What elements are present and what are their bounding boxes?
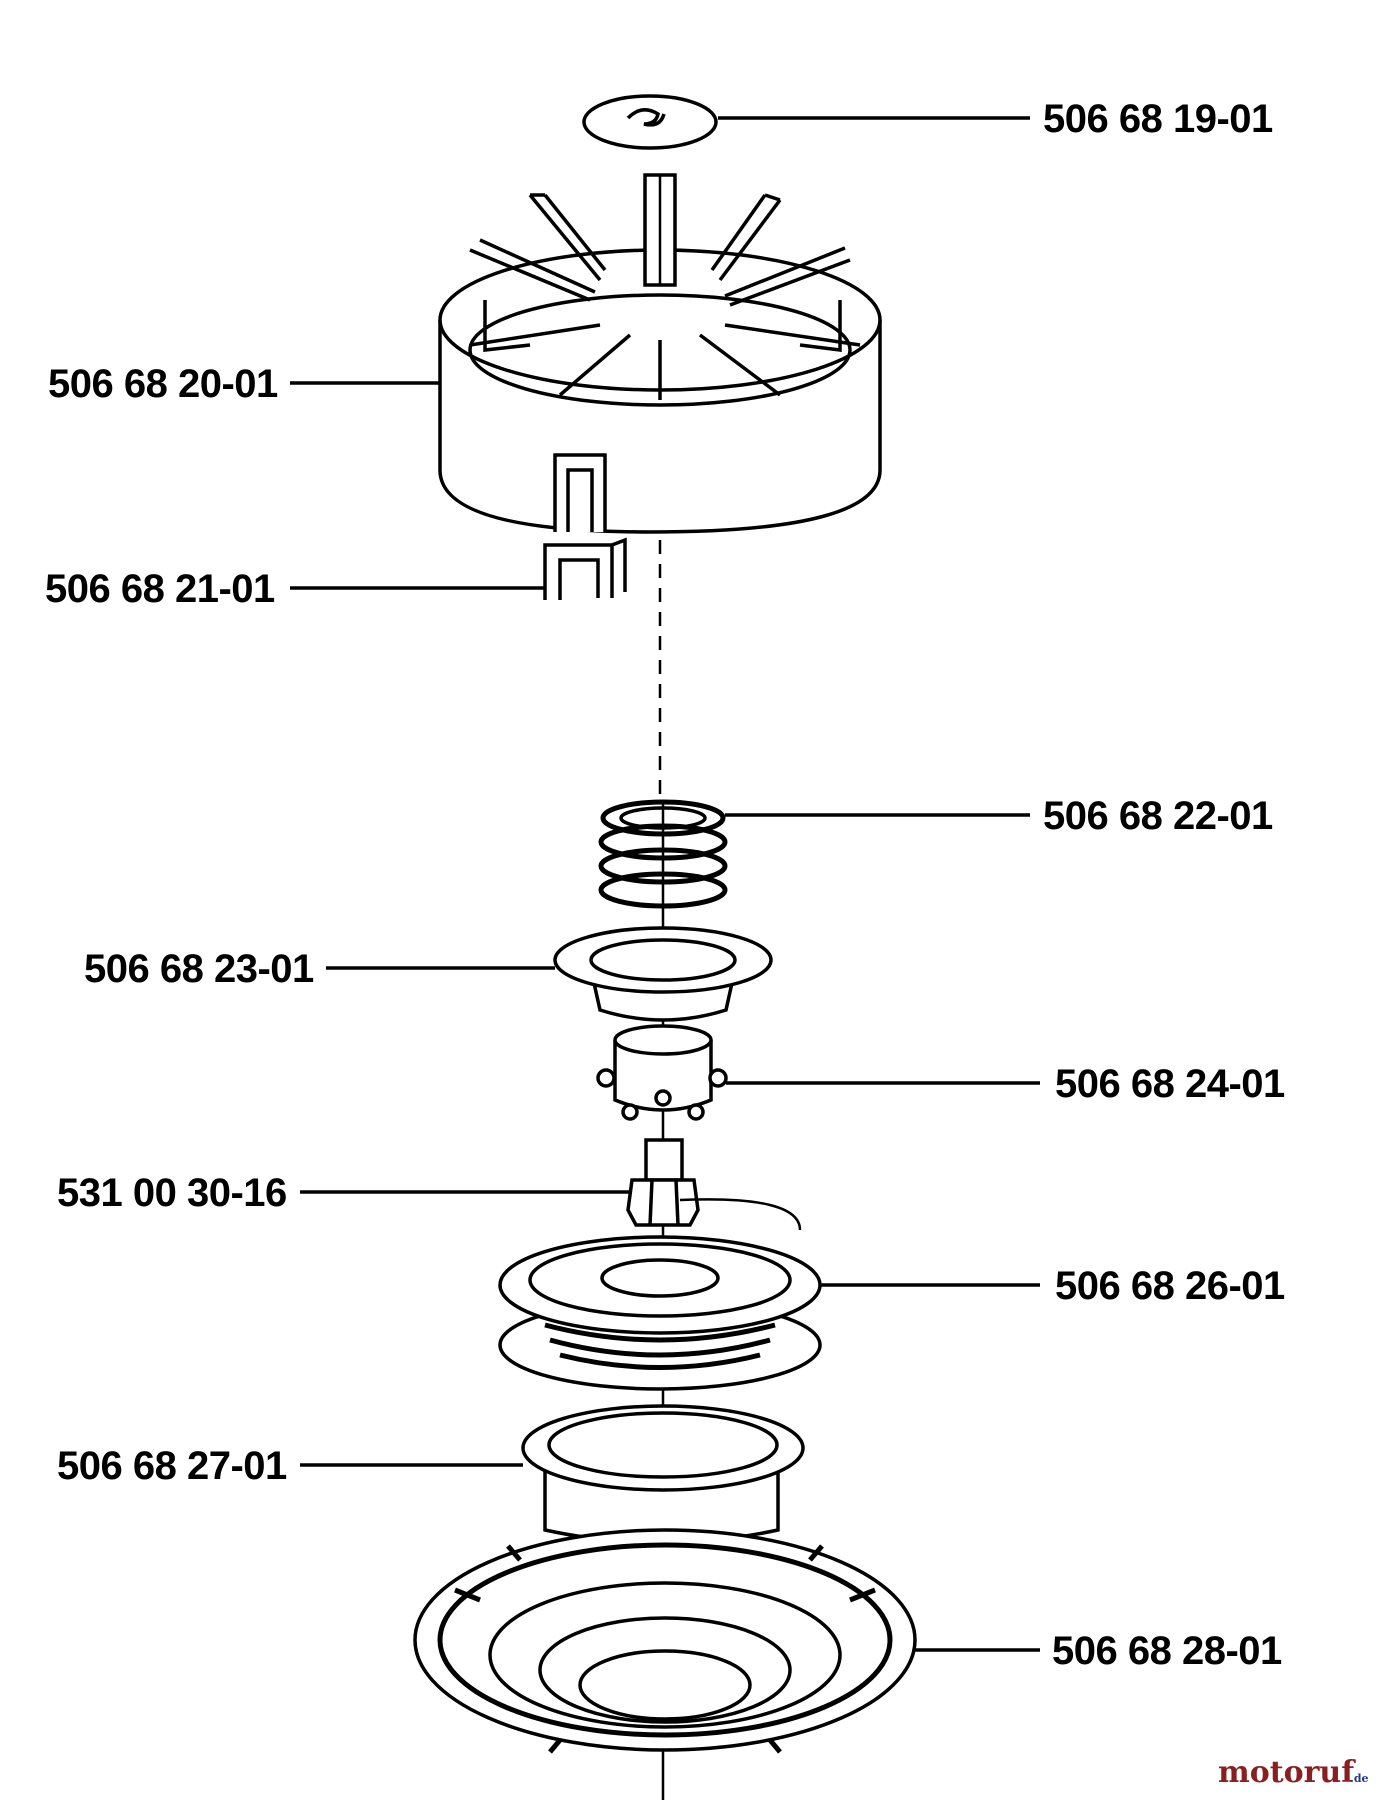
part-line-spool (498, 1198, 822, 1391)
part-label-3: 506 68 21-01 (45, 567, 275, 611)
part-flanged-washer (553, 926, 773, 1022)
part-label-1: 506 68 19-01 (1043, 97, 1273, 141)
watermark-brand: motoruf (1218, 1755, 1356, 1790)
part-bottom-cover (413, 1528, 917, 1754)
part-label-5: 506 68 23-01 (84, 947, 314, 991)
part-label-2: 506 68 20-01 (48, 362, 278, 406)
part-label-7: 531 00 30-16 (57, 1171, 287, 1215)
part-label-10: 506 68 28-01 (1052, 1629, 1282, 1673)
part-clip-washer (582, 94, 718, 150)
watermark-logo: motoruf .de (1218, 1755, 1369, 1790)
part-bushing (596, 1024, 728, 1121)
part-label-9: 506 68 27-01 (57, 1444, 287, 1488)
part-u-clip (543, 537, 627, 600)
part-spring (598, 799, 728, 909)
part-label-8: 506 68 26-01 (1055, 1264, 1285, 1308)
part-label-4: 506 68 22-01 (1043, 794, 1273, 838)
part-labels: 506 68 19-01 506 68 20-01 506 68 21-01 5… (45, 97, 1286, 1673)
part-cup (521, 1404, 805, 1545)
part-spool-housing (438, 173, 882, 534)
part-nut (626, 1138, 700, 1227)
part-label-6: 506 68 24-01 (1055, 1062, 1285, 1106)
leader-lines (290, 116, 1040, 1652)
watermark-suffix: .de (1350, 1772, 1369, 1785)
